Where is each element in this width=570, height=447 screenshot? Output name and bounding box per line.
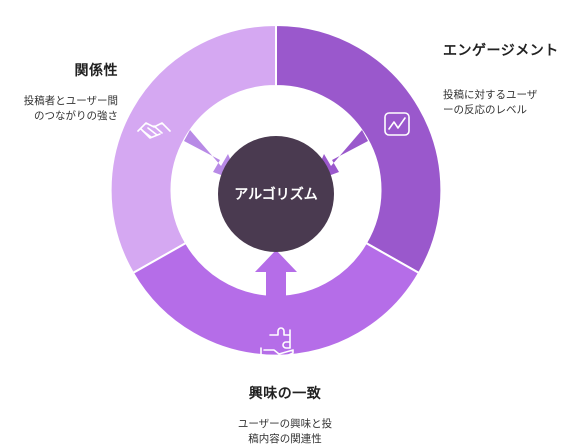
relation-description: 投稿者とユーザー間 のつながりの強さ [8,94,118,124]
interest-arrow [255,250,297,303]
algorithm-center [218,136,334,252]
engagement-label-block: エンゲージメント 投稿に対するユーザ ーの反応のレベル [443,40,568,118]
line-chart-icon [384,112,410,136]
engagement-segment [275,23,443,275]
relation-desc-line1: 投稿者とユーザー間 [23,95,118,107]
relation-desc-line2: のつながりの強さ [34,110,118,122]
relation-label-block: 関係性 投稿者とユーザー間 のつながりの強さ [8,60,118,124]
engagement-desc-line2: ーの反応のレベル [443,104,527,116]
interest-description: ユーザーの興味と投 稿内容の関連性 [215,417,355,447]
engagement-title: エンゲージメント [443,43,559,59]
relation-segment [109,23,277,275]
engagement-description: 投稿に対するユーザ ーの反応のレベル [443,88,568,118]
interest-desc-line2: 稿内容の関連性 [248,433,322,445]
handshake-icon [137,122,171,139]
hand-puzzle-icon [260,327,294,360]
relation-title: 関係性 [74,63,118,79]
interest-label-block: 興味の一致 ユーザーの興味と投 稿内容の関連性 [215,383,355,447]
interest-desc-line1: ユーザーの興味と投 [237,418,333,430]
engagement-desc-line1: 投稿に対するユーザ [443,89,538,101]
interest-title: 興味の一致 [248,386,322,402]
center-label: アルゴリズム [234,186,318,203]
